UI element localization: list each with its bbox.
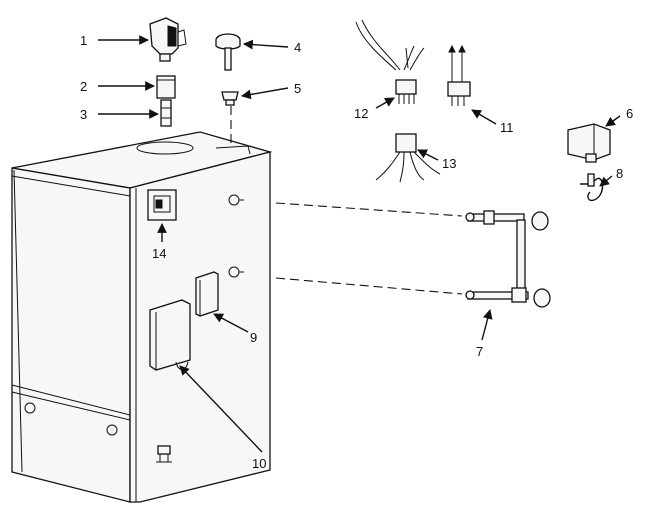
callout-13: 13: [442, 156, 456, 171]
drain-fitting: [156, 445, 172, 463]
lower-dashed-guide: [275, 277, 463, 295]
front-knockout-left: [24, 402, 36, 414]
front-knockout-right: [106, 424, 118, 436]
callout-7: 7: [476, 344, 483, 359]
part-8-pilot-tube: [580, 173, 604, 202]
part-13-wire-plug: [375, 133, 441, 183]
leader-lines: [98, 35, 621, 453]
flue-opening: [136, 141, 194, 155]
upper-dashed-guide: [275, 202, 463, 217]
part-6-gas-valve: [567, 123, 611, 163]
callout-12: 12: [354, 106, 368, 121]
callout-2: 2: [80, 79, 87, 94]
callout-3: 3: [80, 107, 87, 122]
part-14-switch: [147, 189, 177, 221]
callout-1: 1: [80, 33, 87, 48]
part-1-elbow-fitting: [149, 17, 187, 62]
callout-9: 9: [250, 330, 257, 345]
part-9-control-box: [195, 271, 219, 317]
part-7-thermostat-assembly: [465, 210, 551, 308]
callout-14: 14: [152, 246, 166, 261]
callout-4: 4: [294, 40, 301, 55]
callout-8: 8: [616, 166, 623, 181]
callout-5: 5: [294, 81, 301, 96]
callout-11: 11: [500, 120, 514, 135]
part-2-coupling: [156, 75, 176, 99]
part-12-wire-harness-plug: [355, 19, 425, 104]
part-5-grommet: [221, 91, 239, 106]
part-10-control-module: [149, 299, 191, 371]
part-11-connector: [447, 44, 471, 106]
callout-10: 10: [252, 456, 266, 471]
cabinet: [11, 131, 273, 503]
callout-6: 6: [626, 106, 633, 121]
part-4-dial-valve: [215, 33, 241, 71]
part-3-nipple: [160, 99, 172, 127]
